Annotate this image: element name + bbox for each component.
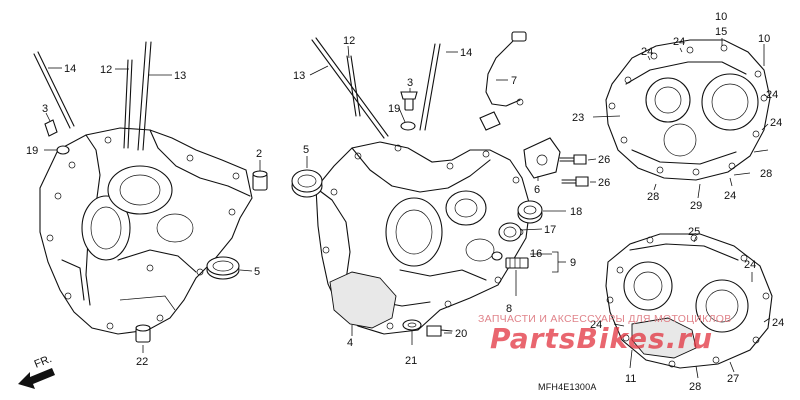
right-crankcase-cover xyxy=(605,39,771,181)
callout-25: 25 xyxy=(688,226,700,238)
callout-6: 6 xyxy=(534,184,540,196)
callout-26-upper: 26 xyxy=(598,154,610,166)
left-crankcase-half xyxy=(39,127,253,335)
o-ring xyxy=(491,251,503,261)
callout-4: 4 xyxy=(347,337,353,349)
sensor-wire xyxy=(479,31,527,131)
drain-bolt xyxy=(426,325,453,337)
callout-15: 15 xyxy=(715,26,727,38)
center-studs xyxy=(309,37,458,139)
diagram-part-code: MFH4E1300A xyxy=(538,382,597,392)
callout-17: 17 xyxy=(544,224,556,236)
right-cover-leads xyxy=(592,38,769,199)
callout-5-center: 5 xyxy=(303,144,309,156)
callout-21: 21 xyxy=(405,355,417,367)
callout-24-h: 24 xyxy=(590,319,602,331)
watermark-logo: PartsBikes.ru xyxy=(490,322,713,355)
callout-10-top: 10 xyxy=(715,11,727,23)
callout-3-left: 3 xyxy=(42,103,48,115)
watermark-text: ЗАПЧАСТИ И АКСЕССУАРЫ ДЛЯ МОТОЦИКЛОВ xyxy=(478,313,732,325)
washer-21 xyxy=(402,319,422,331)
left-crankcase-cover xyxy=(605,233,773,369)
front-arrow-icon: FR. xyxy=(18,353,55,389)
callout-2: 2 xyxy=(256,148,262,160)
callout-10-right: 10 xyxy=(758,33,770,45)
callout-7: 7 xyxy=(511,75,517,87)
oil-sump xyxy=(329,271,397,329)
callout-14-center: 14 xyxy=(460,47,472,59)
callout-24-c: 24 xyxy=(766,89,778,101)
callout-8: 8 xyxy=(506,303,512,315)
callout-14-left: 14 xyxy=(64,63,76,75)
callout-20: 20 xyxy=(455,328,467,340)
bolt-26-lower xyxy=(561,176,589,187)
callout-16: 16 xyxy=(530,248,542,260)
dowel-pin-lower xyxy=(135,324,151,343)
callout-3-center: 3 xyxy=(407,77,413,89)
neutral-switch xyxy=(505,257,529,269)
bolt-26-upper xyxy=(559,154,587,165)
dowel-pin xyxy=(44,119,58,137)
callout-11: 11 xyxy=(625,373,636,385)
bracket xyxy=(523,137,561,179)
callout-29: 29 xyxy=(690,200,702,212)
callout-24-f: 24 xyxy=(744,259,756,271)
callout-18: 18 xyxy=(570,206,582,218)
callout-24-d: 24 xyxy=(770,117,782,129)
callout-13-center: 13 xyxy=(293,70,305,82)
collar xyxy=(252,170,268,191)
bearing-18 xyxy=(517,200,543,224)
washer xyxy=(56,145,70,155)
left-studs xyxy=(33,41,172,151)
callout-23: 23 xyxy=(572,112,584,124)
callout-19-center: 19 xyxy=(388,103,400,115)
callout-22: 22 xyxy=(136,356,148,368)
callout-12-center: 12 xyxy=(343,35,355,47)
callout-24-a: 24 xyxy=(641,46,653,58)
callout-24-b: 24 xyxy=(673,36,685,48)
bearing xyxy=(206,256,240,280)
oil-seal xyxy=(291,169,323,198)
seal-17 xyxy=(498,222,522,242)
site-watermark: ЗАПЧАСТИ И АКСЕССУАРЫ ДЛЯ МОТОЦИКЛОВ Par… xyxy=(478,313,732,355)
left-cover-leads xyxy=(613,236,771,379)
callout-19-left: 19 xyxy=(26,145,38,157)
svg-text:FR.: FR. xyxy=(33,353,54,371)
callout-13-left: 13 xyxy=(174,70,186,82)
callout-24-g: 24 xyxy=(772,317,784,329)
callout-28-left: 28 xyxy=(647,191,659,203)
callout-24-e: 24 xyxy=(724,190,736,202)
callout-5-left: 5 xyxy=(254,266,260,278)
center-bolt xyxy=(400,91,418,111)
callout-27: 27 xyxy=(727,373,739,385)
callout-28-bottom: 28 xyxy=(689,381,701,393)
center-washer xyxy=(400,121,416,131)
callout-9: 9 xyxy=(570,257,576,269)
callout-labels: 14 12 13 3 19 2 5 22 13 12 14 3 19 7 5 2… xyxy=(26,11,784,393)
callout-12-left: 12 xyxy=(100,64,112,76)
callout-28-right: 28 xyxy=(760,168,772,180)
callout-26-lower: 26 xyxy=(598,177,610,189)
